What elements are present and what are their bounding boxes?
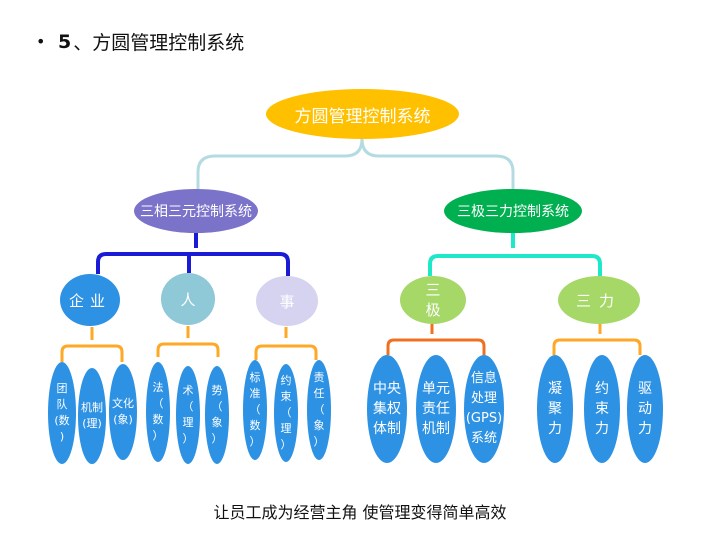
sanli-leaf-connector [552, 324, 642, 355]
leaf-text-line: （ [182, 400, 194, 413]
left-branch-connector [96, 233, 290, 276]
leaf-text-line: 束 [595, 401, 609, 417]
leaf-text-line: 文化 [112, 397, 134, 410]
leaf-text-line: (理) [82, 417, 102, 430]
left-branch-node: 三相三元控制系统 [134, 189, 258, 233]
footer-slogan: 让员工成为经营主角 使管理变得简单高效 [213, 503, 507, 522]
leaf-danyuan: 单元责任机制 [416, 355, 456, 463]
leaf-text-line: 团 [56, 382, 68, 395]
leaf-text-line: 力 [638, 421, 652, 437]
sanji-line2: 极 [425, 301, 441, 319]
heading-number: 5 [58, 30, 72, 53]
leaf-text-line: 责 [313, 371, 325, 384]
slide-heading: • 5 、方圆管理控制系统 [36, 28, 244, 55]
sanji-line1: 三 [425, 281, 441, 299]
leaf-fa: 法 （ 数 ） [146, 362, 170, 462]
leaf-text-line: （ [152, 397, 164, 410]
leaf-text-line: 理 [182, 416, 194, 429]
leaf-text-line: 任 [313, 387, 325, 400]
leaf-text-line: 机制 [81, 401, 103, 414]
leaf-text-line: 驱 [638, 381, 652, 397]
leaf-text-line: 凝 [548, 381, 562, 397]
leaf-text-line: 中央 [373, 381, 401, 397]
leaf-text-line: (数 [54, 414, 70, 427]
leaf-xinxi: 信息处理 (GPS) 系统 [464, 355, 504, 463]
leaf-text-line: 标 [249, 371, 261, 384]
leaf-text-line: 责任 [422, 401, 450, 417]
leaf-text-line: 准 [249, 387, 261, 400]
leaf-wenhua: 文化 (象) [109, 364, 137, 460]
leaf-text-line: 体制 [373, 421, 401, 437]
leaf-text-line: ） [211, 432, 223, 445]
leaf-zhongyang: 中央集权体制 [367, 355, 407, 463]
leaf-text-line: 聚 [548, 401, 562, 417]
leaf-text-line: ） [313, 435, 325, 448]
leaf-text-line: 信息 [470, 371, 497, 386]
leaf-text-line: 数 [249, 419, 261, 432]
leaf-text-line: 队 [56, 398, 68, 411]
leaf-text-line: 系统 [470, 431, 497, 446]
shi-node: 事 [256, 276, 318, 326]
leaf-text-line: 单元 [422, 381, 450, 397]
ren-leaf-connector [156, 326, 220, 357]
leaf-zeren: 责任 （ 象 ） [307, 360, 331, 460]
leaf-text-line: 约 [280, 374, 292, 387]
leaf-text-line: 理 [280, 422, 292, 435]
leaf-text-line: ) [59, 430, 65, 443]
leaf-text-line: （ [211, 400, 223, 413]
leaf-text-line: ） [182, 432, 194, 445]
qiye-leaf-connector [60, 327, 124, 362]
bullet: • [36, 32, 46, 51]
right-branch-connector [428, 233, 602, 276]
leaf-yueshuli: 约束力 [584, 355, 620, 463]
leaf-text-line: 约 [595, 381, 609, 397]
leaf-text-line: ） [152, 429, 164, 442]
leaf-text-line: (GPS) [465, 411, 503, 426]
leaf-text-line: 势 [211, 384, 223, 397]
leaf-text-line: 集权 [373, 401, 401, 417]
leaf-text-line: 束 [280, 390, 292, 403]
leaf-text-line: 力 [548, 421, 562, 437]
leaf-text-line: 处理 [470, 391, 497, 406]
leaf-text-line: （ [249, 403, 261, 416]
leaf-text-line: ） [249, 435, 261, 448]
leaf-text-line: 动 [638, 401, 652, 417]
sanji-node: 三 极 [400, 276, 466, 324]
leaf-shi: 势 （ 象 ） [205, 366, 229, 464]
leaf-text-line: 数 [152, 413, 164, 426]
root-connector [196, 138, 515, 189]
leaf-text-line: 法 [152, 381, 164, 394]
leaf-text-line: 力 [595, 421, 609, 437]
leaf-text-line: （ [280, 406, 292, 419]
leaf-yueshu: 约束 （ 理 ） [274, 364, 298, 462]
leaf-biaozhun: 标准 （ 数 ） [243, 360, 267, 460]
leaf-shu: 术 （ 理 ） [176, 366, 200, 464]
root-node: 方圆管理控制系统 [266, 89, 459, 139]
leaf-tuandui: 团队 (数) [48, 362, 76, 464]
leaf-text-line: 术 [182, 384, 194, 397]
leaf-text-line: 机制 [422, 421, 450, 437]
leaf-text-line: 象 [211, 416, 223, 429]
sanli-node: 三力 [558, 276, 640, 324]
heading-title: 、方圆管理控制系统 [73, 32, 245, 54]
right-branch-node: 三极三力控制系统 [444, 189, 582, 233]
leaf-text-line: ） [280, 438, 292, 451]
leaf-jizhi: 机制 (理) [78, 368, 106, 464]
sanji-leaf-connector [386, 324, 486, 355]
leaf-text-line: (象) [113, 413, 133, 426]
leaf-qudong: 驱动力 [627, 355, 663, 463]
ren-node: 人 [161, 273, 215, 325]
leaf-text-line: 象 [313, 419, 325, 432]
leaf-text-line: （ [313, 403, 325, 416]
qiye-node: 企业 [60, 274, 120, 326]
leaf-ningju: 凝聚力 [537, 355, 573, 463]
shi-leaf-connector [254, 327, 318, 360]
